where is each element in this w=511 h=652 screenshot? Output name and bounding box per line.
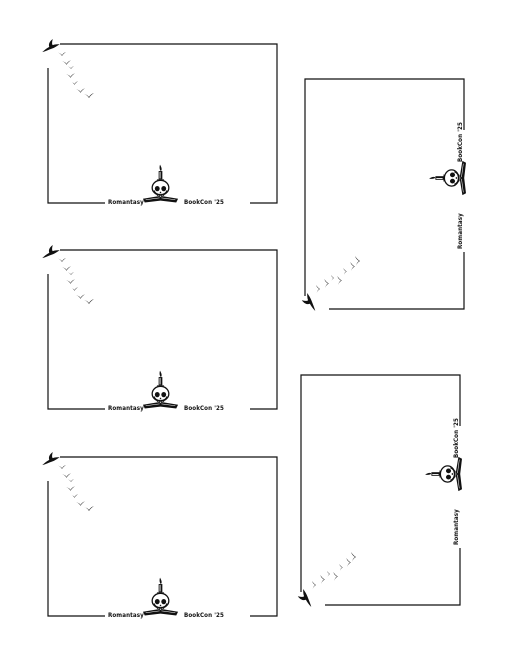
skull-on-book-with-candle-icon: [425, 456, 463, 492]
card-border: [304, 78, 465, 310]
flying-crows-icon: [42, 39, 94, 98]
skull-on-book-with-candle-icon: [429, 160, 467, 196]
event-label-left: Romantasy: [453, 509, 460, 545]
skull-on-book-with-candle-icon: [142, 370, 179, 410]
flying-crows-icon: [301, 256, 360, 311]
bookmark-card-4: BookCon '25 Romantasy: [296, 74, 474, 319]
flying-crows-icon: [42, 452, 94, 511]
card-border: [300, 374, 461, 606]
event-label-left: Romantasy: [457, 213, 464, 249]
event-label-right: BookCon '25: [184, 612, 224, 619]
flying-crows-icon: [42, 245, 94, 304]
bookmark-card-1: Romantasy BookCon '25: [38, 38, 283, 210]
flying-crows-icon: [297, 552, 356, 607]
card-border: [47, 43, 278, 204]
bookmark-card-3: Romantasy BookCon '25: [38, 451, 283, 623]
event-label-right: BookCon '25: [457, 122, 464, 162]
bookmark-card-5: BookCon '25 Romantasy: [292, 370, 470, 615]
skull-on-book-with-candle-icon: [142, 577, 179, 617]
card-border: [47, 456, 278, 617]
event-label-right: BookCon '25: [184, 199, 224, 206]
card-border: [47, 249, 278, 410]
event-label-right: BookCon '25: [184, 405, 224, 412]
bookmark-card-2: Romantasy BookCon '25: [38, 244, 283, 416]
skull-on-book-with-candle-icon: [142, 164, 179, 204]
event-label-right: BookCon '25: [453, 418, 460, 458]
event-label-left: Romantasy: [108, 612, 144, 619]
event-label-left: Romantasy: [108, 199, 144, 206]
event-label-left: Romantasy: [108, 405, 144, 412]
